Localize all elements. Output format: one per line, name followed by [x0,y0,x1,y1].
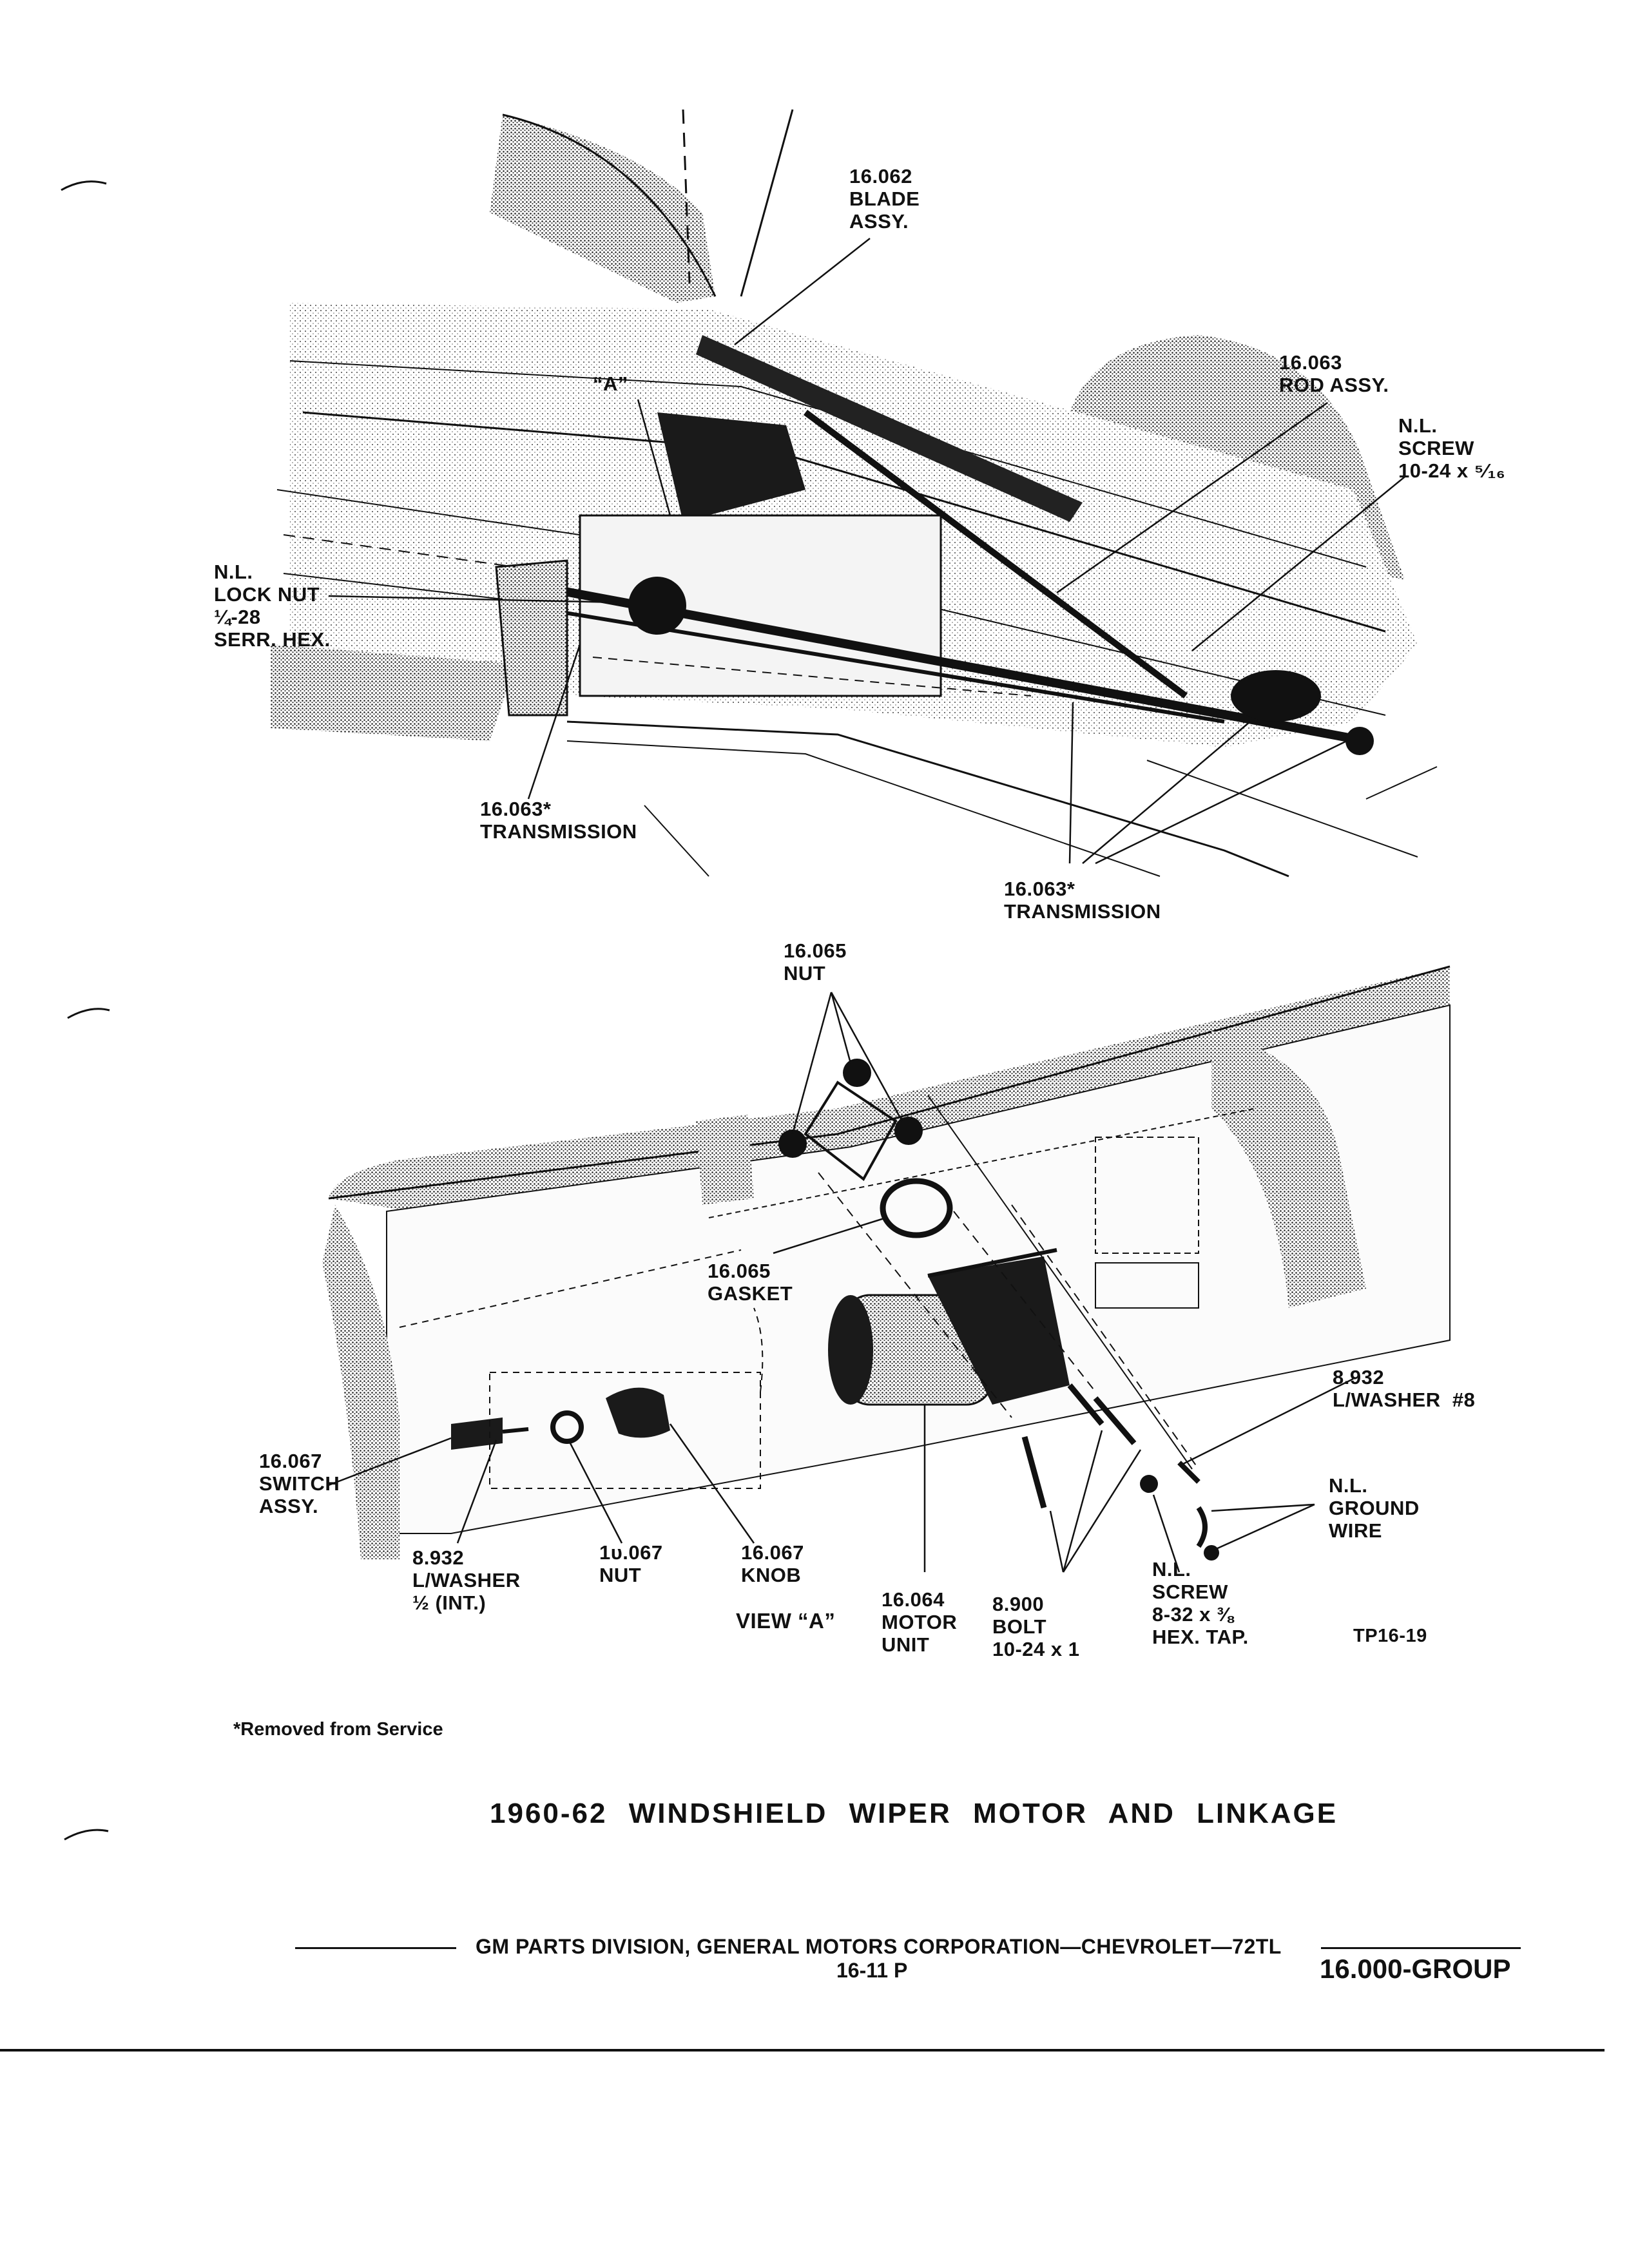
footer-publisher: GM PARTS DIVISION, GENERAL MOTORS CORPOR… [476,1935,1282,1958]
footer-page-number: 16-11 P [836,1959,908,1982]
footnote: *Removed from Service [233,1719,443,1740]
bottom-dash-assembly [322,965,1451,1573]
label-bolt: 8.900 BOLT 10-24 x 1 [992,1593,1080,1660]
label-screw-top: N.L. SCREW 10-24 x ⁵⁄₁₆ [1398,414,1506,482]
label-transmission-left: 16.063* TRANSMISSION [480,798,637,843]
bottom-edge-rule [0,2049,1605,2052]
label-view-a: VIEW “A” [736,1609,836,1633]
label-ref-code: TP16-19 [1353,1626,1427,1646]
footer-group: 16.000-GROUP [1320,1954,1511,1984]
label-knob: 16.067 KNOB [741,1541,804,1586]
label-motor-unit: 16.064 MOTOR UNIT [882,1588,958,1656]
motor-unit-drawing [828,1248,1070,1406]
label-rod-assy: 16.063 ROD ASSY. [1279,351,1389,396]
label-gasket: 16.065 GASKET [708,1260,793,1305]
label-switch-assy: 16.067 SWITCH ASSY. [259,1450,340,1517]
label-blade-assy: 16.062 BLADE ASSY. [849,165,920,233]
label-lock-nut: N.L. LOCK NUT ¼-28 SERR. HEX. [214,561,331,651]
page-caption: 1960-62 WINDSHIELD WIPER MOTOR AND LINKA… [490,1798,1338,1829]
label-washer-8: 8.932 L/WASHER #8 [1333,1366,1476,1411]
label-screw-bottom: N.L. SCREW 8-32 x ⅜ HEX. TAP. [1152,1558,1249,1648]
footer-rule-left [295,1947,456,1949]
label-transmission-right: 16.063* TRANSMISSION [1004,878,1161,923]
label-nut-top: 16.065 NUT [784,939,847,985]
top-cowl-assembly [271,109,1438,878]
label-view-a-marker: “A” [593,372,628,395]
label-washer-half: 8.932 L/WASHER ½ (INT.) [412,1546,521,1614]
label-nut-switch: 1υ.067 NUT [599,1541,663,1586]
label-ground-wire: N.L. GROUND WIRE [1329,1474,1420,1542]
footer-rule-right [1321,1947,1521,1949]
